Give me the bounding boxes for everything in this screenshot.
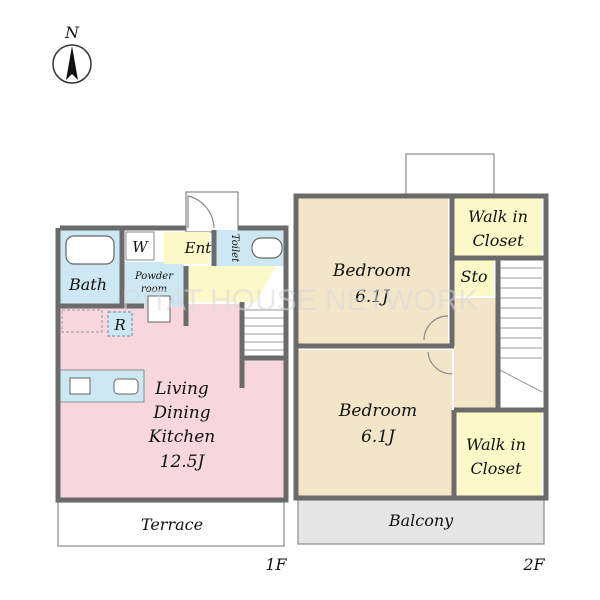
floor-2f: Bedroom 6.1J Bedroom 6.1J Walk in Closet… xyxy=(293,153,549,574)
powder-room-label-line1: Powder xyxy=(134,271,174,282)
storage-label: Sto xyxy=(460,267,487,286)
bedroom-2-door-swing xyxy=(427,351,453,375)
bedroom-1-label: Bedroom xyxy=(332,261,411,281)
bedroom-2-size: 6.1J xyxy=(361,427,396,447)
vanity-icon xyxy=(147,295,171,323)
floor-2f-caption: 2F xyxy=(522,555,545,574)
ldk-size-label: 12.5J xyxy=(160,452,206,472)
balcony-label: Balcony xyxy=(388,511,454,530)
terrace xyxy=(57,501,285,547)
compass: N xyxy=(52,23,92,84)
fridge-label: R xyxy=(113,316,125,334)
bedroom-2-label: Bedroom xyxy=(338,401,417,421)
walk-in-closet-1-label-line2: Closet xyxy=(472,231,524,250)
hall-floor xyxy=(186,266,276,302)
bedroom-1-floor xyxy=(298,198,448,344)
bath-label: Bath xyxy=(68,275,107,294)
walk-in-closet-1-floor xyxy=(454,198,542,256)
powder-room-label-line2: room xyxy=(141,284,167,295)
hall-2f-floor xyxy=(454,298,496,408)
walk-in-closet-2-label-line1: Walk in xyxy=(466,435,526,454)
staircase-2f xyxy=(499,267,543,393)
ldk-label-line3: Kitchen xyxy=(148,427,215,447)
staircase-1f xyxy=(244,309,284,351)
bathtub-icon xyxy=(65,235,115,265)
watermark: PITAT HOUSE NETWORK xyxy=(122,284,479,317)
entrance-floor xyxy=(164,232,210,264)
fridge-space xyxy=(107,311,133,337)
walk-in-closet-2-label-line2: Closet xyxy=(470,459,522,478)
storage-floor xyxy=(454,260,494,296)
compass-north-label: N xyxy=(64,23,80,42)
upper-balcony xyxy=(405,153,495,195)
bedroom-1-size: 6.1J xyxy=(355,287,390,307)
ldk-label-line1: Living xyxy=(154,379,209,399)
toilet-label: Toilet xyxy=(229,234,240,263)
terrace-label: Terrace xyxy=(141,515,203,534)
entrance-label: Ent xyxy=(184,239,213,257)
walk-in-closet-2-floor xyxy=(454,412,542,496)
north-arrow-icon xyxy=(66,46,78,80)
ldk-floor xyxy=(60,304,284,500)
wall xyxy=(55,225,289,503)
floor-1f-caption: 1F xyxy=(265,555,287,574)
bedroom-1-door-swing xyxy=(423,315,449,341)
under-stair-storage xyxy=(61,309,103,333)
sink-icon xyxy=(113,378,139,395)
ldk-label-line2: Dining xyxy=(152,403,210,423)
floor-1f: Bath W Powder room Ent Toilet R Living D… xyxy=(55,191,289,574)
stove-icon xyxy=(69,377,91,395)
bedroom-2-floor xyxy=(298,350,452,496)
walk-in-closet-1-label-line1: Walk in xyxy=(468,207,528,226)
washer-space xyxy=(125,231,155,261)
toilet-icon xyxy=(251,237,283,259)
entrance-door-swing xyxy=(187,195,215,229)
washer-label: W xyxy=(132,238,149,256)
